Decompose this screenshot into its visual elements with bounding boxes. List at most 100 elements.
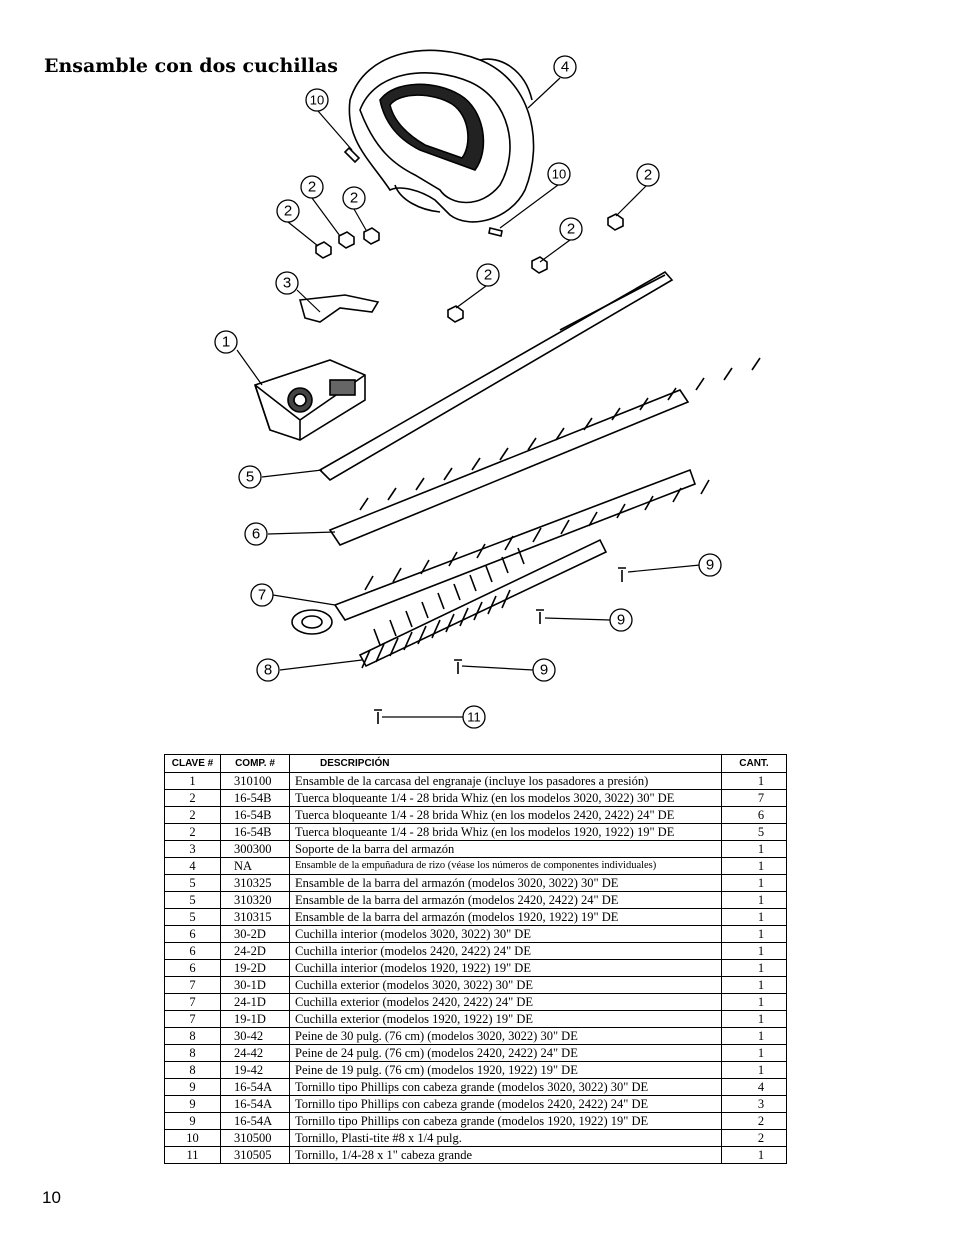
cell-cant: 2 bbox=[721, 1112, 787, 1130]
cell-descripcion: Cuchilla exterior (modelos 1920, 1922) 1… bbox=[289, 1010, 722, 1028]
cell-cant: 1 bbox=[721, 1027, 787, 1045]
callout-circle-11 bbox=[462, 705, 486, 729]
handle-housing-drawing bbox=[348, 49, 535, 223]
cell-cant: 1 bbox=[721, 1061, 787, 1079]
cell-clave: 6 bbox=[164, 925, 221, 943]
cell-comp: NA bbox=[220, 857, 290, 875]
cell-descripcion: Ensamble de la carcasa del engranaje (in… bbox=[289, 772, 722, 790]
cell-clave: 8 bbox=[164, 1044, 221, 1062]
cell-cant: 5 bbox=[721, 823, 787, 841]
cell-comp: 30-1D bbox=[220, 976, 290, 994]
callout-label-4: 4 bbox=[561, 59, 569, 76]
callout-label-10a: 10 bbox=[310, 93, 324, 108]
cell-comp: 30-42 bbox=[220, 1027, 290, 1045]
cell-descripcion: Cuchilla interior (modelos 1920, 1922) 1… bbox=[289, 959, 722, 977]
cell-descripcion: Tornillo tipo Phillips con cabeza grande… bbox=[289, 1095, 722, 1113]
cell-descripcion: Cuchilla exterior (modelos 2420, 2422) 2… bbox=[289, 993, 722, 1011]
cell-clave: 8 bbox=[164, 1027, 221, 1045]
cell-clave: 6 bbox=[164, 959, 221, 977]
cell-descripcion: Tuerca bloqueante 1/4 - 28 brida Whiz (e… bbox=[289, 806, 722, 824]
cell-comp: 16-54A bbox=[220, 1095, 290, 1113]
cell-descripcion: Soporte de la barra del armazón bbox=[289, 840, 722, 858]
cell-cant: 1 bbox=[721, 1010, 787, 1028]
cell-comp: 310500 bbox=[220, 1129, 290, 1147]
exploded-parts-diagram: 1 2 2 2 2 2 2 3 4 5 6 7 8 9 9 9 10 10 11 bbox=[214, 49, 761, 729]
cell-clave: 5 bbox=[164, 874, 221, 892]
cell-comp: 310315 bbox=[220, 908, 290, 926]
callout-label-1: 1 bbox=[222, 334, 230, 351]
cell-comp: 16-54B bbox=[220, 789, 290, 807]
cell-comp: 24-42 bbox=[220, 1044, 290, 1062]
callout-label-10b: 10 bbox=[552, 167, 566, 182]
cell-descripcion: Tornillo, Plasti-tite #8 x 1/4 pulg. bbox=[289, 1129, 722, 1147]
cell-descripcion: Tuerca bloqueante 1/4 - 28 brida Whiz (e… bbox=[289, 823, 722, 841]
callout-circle-9c bbox=[532, 658, 556, 682]
header-cant: CANT. bbox=[721, 754, 787, 773]
cell-descripcion: Tornillo tipo Phillips con cabeza grande… bbox=[289, 1112, 722, 1130]
cell-cant: 2 bbox=[721, 1129, 787, 1147]
callout-label-9b: 9 bbox=[617, 612, 625, 629]
cell-cant: 1 bbox=[721, 874, 787, 892]
cell-clave: 4 bbox=[164, 857, 221, 875]
callout-circle-2f bbox=[476, 263, 500, 287]
cell-cant: 1 bbox=[721, 908, 787, 926]
cell-comp: 19-2D bbox=[220, 959, 290, 977]
cell-cant: 1 bbox=[721, 1044, 787, 1062]
cell-comp: 310325 bbox=[220, 874, 290, 892]
hardware-drawings bbox=[315, 146, 626, 724]
cell-cant: 4 bbox=[721, 1078, 787, 1096]
callout-label-2e: 2 bbox=[567, 221, 575, 238]
frame-bar-drawing bbox=[318, 270, 674, 482]
cell-clave: 2 bbox=[164, 789, 221, 807]
callout-circle-6 bbox=[244, 522, 268, 546]
cell-cant: 1 bbox=[721, 772, 787, 790]
cell-clave: 5 bbox=[164, 908, 221, 926]
cell-clave: 6 bbox=[164, 942, 221, 960]
callout-label-2d: 2 bbox=[644, 167, 652, 184]
cell-clave: 1 bbox=[164, 772, 221, 790]
cell-clave: 5 bbox=[164, 891, 221, 909]
callout-circle-2c bbox=[342, 186, 366, 210]
cell-descripcion: Cuchilla exterior (modelos 3020, 3022) 3… bbox=[289, 976, 722, 994]
callout-label-5: 5 bbox=[246, 469, 254, 486]
cell-comp: 30-2D bbox=[220, 925, 290, 943]
cell-comp: 24-2D bbox=[220, 942, 290, 960]
cell-clave: 8 bbox=[164, 1061, 221, 1079]
cell-clave: 9 bbox=[164, 1112, 221, 1130]
cell-comp: 300300 bbox=[220, 840, 290, 858]
parts-table-header: CLAVE # COMP. # DESCRIPCIÓN CANT. bbox=[164, 754, 787, 773]
cell-clave: 11 bbox=[164, 1146, 221, 1164]
callout-label-2a: 2 bbox=[308, 179, 316, 196]
cell-comp: 24-1D bbox=[220, 993, 290, 1011]
callout-circle-10b bbox=[547, 162, 571, 186]
cell-comp: 310505 bbox=[220, 1146, 290, 1164]
callout-circle-10a bbox=[305, 88, 329, 112]
cell-descripcion: Peine de 24 pulg. (76 cm) (modelos 2420,… bbox=[289, 1044, 722, 1062]
cell-cant: 1 bbox=[721, 959, 787, 977]
cell-cant: 1 bbox=[721, 942, 787, 960]
callout-circle-1 bbox=[214, 330, 238, 354]
callout-circle-4 bbox=[553, 55, 577, 79]
cell-clave: 7 bbox=[164, 976, 221, 994]
callout-label-2c: 2 bbox=[350, 190, 358, 207]
cell-cant: 1 bbox=[721, 993, 787, 1011]
cell-cant: 1 bbox=[721, 840, 787, 858]
cell-cant: 1 bbox=[721, 1146, 787, 1164]
